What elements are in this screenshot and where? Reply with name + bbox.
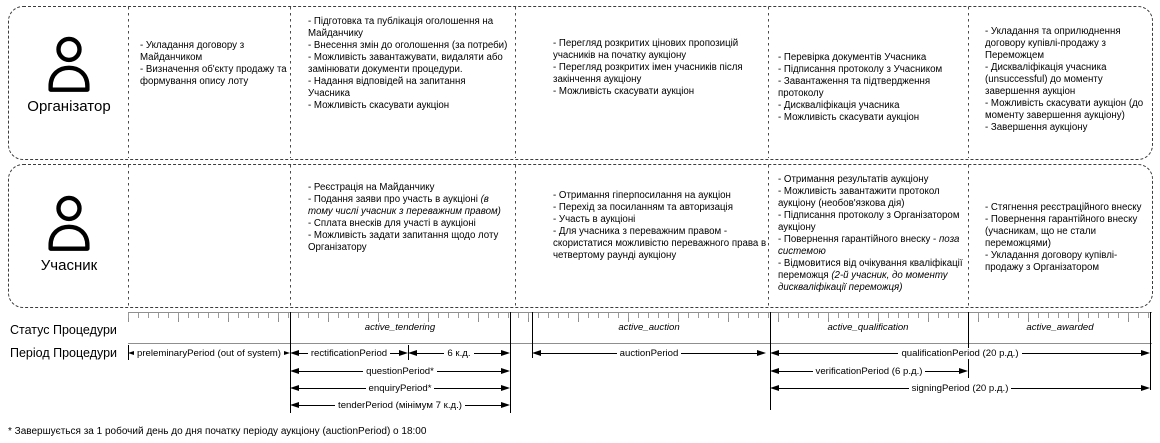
participant-cell-awarded: - Стягнення реєстраційного внеску- Повер… (985, 202, 1142, 274)
lane-column-divider (968, 7, 969, 158)
participant-cell-qualification: - Отримання результатів аукціону- Можлив… (778, 174, 963, 294)
organizer-lane-label: Організатор (27, 98, 111, 115)
period-arrow-qualification: qualificationPeriod (20 р.д.) (770, 345, 1150, 361)
participant-cell-auction: - Отримання гіперпосилання на аукціон- П… (553, 190, 767, 262)
period-arrow-label: qualificationPeriod (20 р.д.) (898, 347, 1022, 359)
organizer-lane (8, 6, 1153, 160)
arrowhead-left-icon (770, 384, 779, 391)
status-active-qualification: active_qualification (827, 322, 909, 333)
lane-column-divider (128, 7, 129, 158)
participant-lane-header: Учасник (10, 195, 128, 274)
arrowhead-left-icon (770, 349, 779, 356)
status-active-auction: active_auction (618, 322, 680, 333)
lane-column-divider (290, 7, 291, 158)
arrowhead-left-icon (290, 367, 299, 374)
person-icon (10, 195, 128, 255)
arrowhead-left-icon (290, 349, 299, 356)
lane-column-divider (768, 7, 769, 158)
person-icon (10, 36, 128, 96)
timeline-boundary-line (968, 312, 969, 378)
period-arrow-label: verificationPeriod (6 р.д.) (812, 365, 926, 377)
arrowhead-left-icon (532, 349, 541, 356)
status-row-label: Статус Процедури (10, 323, 117, 337)
lane-column-divider (768, 165, 769, 306)
period-arrow-preliminary: preleminaryPeriod (out of system) (128, 345, 290, 361)
arrowhead-right-icon (501, 367, 510, 374)
arrowhead-right-icon (959, 367, 968, 374)
arrowhead-left-icon (408, 349, 417, 356)
lane-column-divider (515, 165, 516, 306)
lane-column-divider (290, 165, 291, 306)
arrowhead-right-icon (501, 384, 510, 391)
period-arrow-label: enquiryPeriod* (365, 382, 435, 394)
period-arrow-label: auctionPeriod (616, 347, 682, 359)
period-arrow-signing: signingPeriod (20 р.д.) (770, 380, 1150, 396)
status-active-awarded: active_awarded (1026, 322, 1094, 333)
period-arrow-label: signingPeriod (20 р.д.) (908, 382, 1012, 394)
arrowhead-right-icon (281, 349, 290, 356)
organizer-lane-header: Організатор (10, 36, 128, 115)
period-arrow-question: questionPeriod* (290, 363, 510, 379)
period-arrow-label: questionPeriod* (363, 365, 437, 377)
status-row-border (128, 343, 1152, 344)
arrowhead-right-icon (1141, 384, 1150, 391)
timeline-boundary-line (532, 312, 533, 358)
timeline-boundary-line (1150, 312, 1151, 390)
arrowhead-right-icon (501, 349, 510, 356)
participant-lane (8, 164, 1153, 308)
arrowhead-right-icon (399, 349, 408, 356)
period-arrow-label: rectificationPeriod (307, 347, 391, 359)
period-arrow-6kd: 6 к.д. (408, 345, 510, 361)
lane-column-divider (968, 165, 969, 306)
arrowhead-left-icon (290, 401, 299, 408)
timeline-boundary-line (770, 312, 771, 410)
organizer-cell-preliminary: - Укладання договору з Майданчиком- Визн… (140, 40, 287, 88)
arrowhead-left-icon (290, 384, 299, 391)
footnote: * Завершується за 1 робочий день до дня … (8, 426, 427, 437)
organizer-cell-auction: - Перегляд розкритих цінових пропозицій … (553, 38, 743, 98)
period-arrow-label: tenderPeriod (мінімум 7 к.д.) (335, 399, 465, 411)
arrowhead-left-icon (770, 367, 779, 374)
timeline-ruler (128, 312, 1152, 323)
status-active-tendering: active_tendering (364, 322, 436, 333)
arrowhead-right-icon (1141, 349, 1150, 356)
organizer-cell-qualification: - Перевірка документів Учасника- Підписа… (778, 52, 943, 124)
period-arrow-label: 6 к.д. (444, 347, 474, 359)
timeline-boundary-line (510, 312, 511, 413)
lane-column-divider (128, 165, 129, 306)
period-row-label: Період Процедури (10, 346, 118, 360)
arrowhead-right-icon (757, 349, 766, 356)
period-arrow-auction: auctionPeriod (532, 345, 766, 361)
organizer-cell-awarded: - Укладання та оприлюднення договору куп… (985, 26, 1144, 134)
period-arrow-tender: tenderPeriod (мінімум 7 к.д.) (290, 397, 510, 413)
arrowhead-left-icon (128, 349, 137, 356)
arrowhead-right-icon (501, 401, 510, 408)
participant-cell-tendering: - Реєстрація на Майданчику- Подання заяв… (308, 182, 501, 254)
lane-column-divider (515, 7, 516, 158)
organizer-cell-tendering: - Підготовка та публікація оголошення на… (308, 16, 508, 112)
timeline-boundary-line (290, 312, 291, 413)
period-arrow-rectification: rectificationPeriod (290, 345, 408, 361)
period-arrow-verification: verificationPeriod (6 р.д.) (770, 363, 968, 379)
period-arrow-enquiry: enquiryPeriod* (290, 380, 510, 396)
period-arrow-label: preleminaryPeriod (out of system) (134, 347, 284, 359)
participant-lane-label: Учасник (40, 257, 98, 274)
